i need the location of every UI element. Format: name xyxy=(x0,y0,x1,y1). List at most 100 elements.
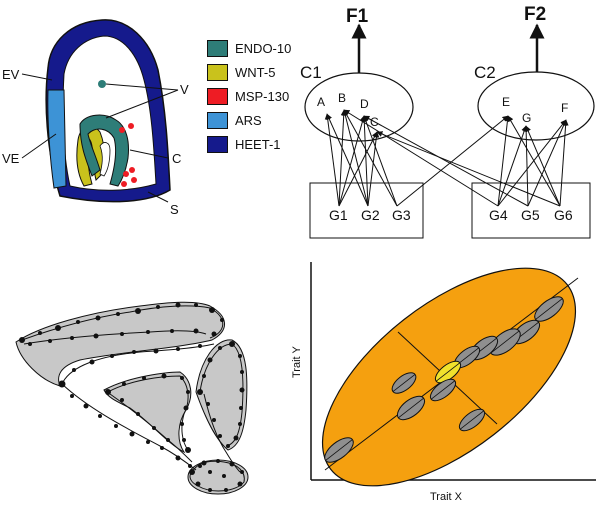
trait-label-g: G xyxy=(522,111,531,125)
landmark-dot xyxy=(238,422,242,426)
landmark-dot xyxy=(218,434,222,438)
gene-network-diagram: F1 F2 C1 C2 A B D C E G F G1 G2 G3 G4 G5… xyxy=(300,4,595,239)
landmark-dot xyxy=(233,435,239,441)
leader-ve xyxy=(21,133,57,159)
landmark-dot xyxy=(175,455,181,461)
morph-region-right xyxy=(195,339,248,451)
morph-landmarks xyxy=(19,302,245,492)
gene-trait-arrow xyxy=(326,113,369,207)
landmark-dot xyxy=(202,374,206,378)
landmark-dot xyxy=(160,446,164,450)
morph-region-center xyxy=(103,371,192,454)
landmark-dot xyxy=(110,354,114,358)
landmark-dot xyxy=(83,403,89,409)
landmark-dot xyxy=(237,481,243,487)
trait-plot: Trait X Trait Y xyxy=(291,262,596,503)
legend-label-ars: ARS xyxy=(235,112,262,128)
msp130-cell-5 xyxy=(121,181,127,187)
landmark-dot xyxy=(58,380,66,388)
legend: ENDO-10 WNT-5 MSP-130 ARS HEET-1 xyxy=(207,36,291,156)
landmark-dot xyxy=(216,459,220,463)
landmark-dot xyxy=(180,376,184,380)
landmark-dot xyxy=(208,470,212,474)
gene-trait-arrow xyxy=(338,115,366,207)
gene-trait-arrow xyxy=(361,115,369,207)
landmark-dot xyxy=(93,333,99,339)
label-s: S xyxy=(170,202,179,217)
landmark-dot xyxy=(188,464,192,468)
landmark-dot xyxy=(72,368,76,372)
landmark-dot xyxy=(224,488,228,492)
swatch-ars xyxy=(207,111,228,129)
gene-trait-arrows xyxy=(324,109,569,207)
landmark-dot xyxy=(120,398,124,402)
landmark-dot xyxy=(70,336,74,340)
gene-trait-arrow xyxy=(376,131,561,207)
landmark-dot xyxy=(98,414,102,418)
gene-trait-arrow xyxy=(507,115,561,207)
small-ellipse xyxy=(429,378,457,402)
small-ellipse xyxy=(396,395,426,421)
landmark-dot xyxy=(175,302,181,308)
gene-trait-arrow xyxy=(363,115,529,207)
function-label-2: F2 xyxy=(524,4,546,25)
landmark-dot xyxy=(142,376,146,380)
label-c: C xyxy=(172,151,181,166)
gene-trait-arrow xyxy=(324,113,340,207)
label-ve: VE xyxy=(2,151,20,166)
small-ellipse xyxy=(391,372,417,394)
landmark-dot xyxy=(19,337,25,343)
swatch-msp130 xyxy=(207,87,228,105)
landmark-dot xyxy=(201,460,207,466)
landmark-dot xyxy=(194,303,198,307)
morph-outline xyxy=(189,460,245,492)
landmark-dot xyxy=(89,359,95,365)
landmark-dot xyxy=(129,431,135,437)
landmark-dot xyxy=(208,488,212,492)
sub-covariance-ellipses xyxy=(324,296,564,463)
gene-trait-arrow xyxy=(367,131,380,207)
leader-ev xyxy=(21,73,53,81)
landmark-dot xyxy=(120,332,124,336)
landmark-dot xyxy=(183,405,189,411)
x-axis-label: Trait X xyxy=(430,491,463,503)
landmark-dot xyxy=(197,389,203,395)
small-ellipse xyxy=(534,296,564,322)
morph-outline xyxy=(203,393,241,473)
landmark-dot xyxy=(48,339,52,343)
gene-label-1: G1 xyxy=(329,207,348,223)
landmark-dot xyxy=(226,444,230,448)
morph-outline xyxy=(23,330,207,345)
legend-item-msp130: MSP-130 xyxy=(207,84,291,108)
landmark-dot xyxy=(38,331,42,335)
inner-gut-lumen xyxy=(99,142,111,177)
gene-label-6: G6 xyxy=(554,207,573,223)
landmark-dot xyxy=(239,387,245,393)
landmark-dot xyxy=(238,354,242,358)
trait-label-f: F xyxy=(561,101,568,115)
msp130-cell-1 xyxy=(119,127,125,133)
landmark-dot xyxy=(114,424,118,428)
landmark-dot xyxy=(193,328,199,334)
msp130-cell-2 xyxy=(128,123,134,129)
leader-c xyxy=(129,149,169,159)
legend-item-wnt5: WNT-5 xyxy=(207,60,291,84)
landmark-dot xyxy=(198,344,202,348)
landmark-dot xyxy=(222,474,226,478)
small-ellipse xyxy=(458,408,486,432)
landmark-dot xyxy=(135,308,141,314)
gene-trait-arrow xyxy=(338,109,347,207)
morph-region-bottom xyxy=(187,459,249,495)
landmark-dot xyxy=(195,481,201,487)
landmark-dot xyxy=(209,307,215,313)
landmark-dot xyxy=(176,347,180,351)
gene-trait-arrow xyxy=(338,131,378,207)
legend-label-msp130: MSP-130 xyxy=(235,88,290,104)
small-ellipse xyxy=(324,437,354,463)
landmark-dot xyxy=(206,402,210,406)
legend-item-heet1: HEET-1 xyxy=(207,132,291,156)
landmark-dot xyxy=(198,464,202,468)
landmark-dot xyxy=(185,447,191,453)
landmark-dot xyxy=(161,373,167,379)
